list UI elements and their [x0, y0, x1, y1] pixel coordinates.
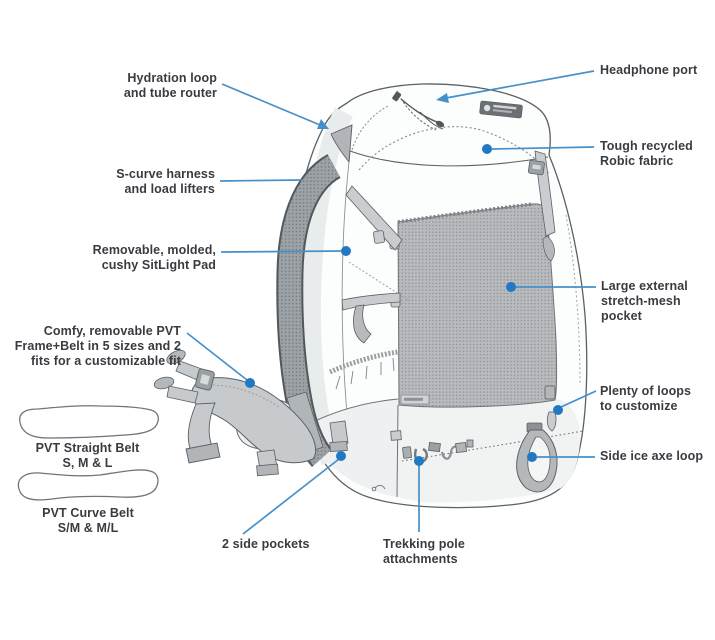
arrow-headphone-port	[436, 93, 449, 103]
ice-axe-loop	[516, 422, 558, 493]
dot-side-pockets	[336, 451, 346, 461]
dot-sitlight-pad	[341, 246, 351, 256]
leader-sitlight-pad	[220, 250, 342, 253]
dot-loops	[553, 405, 563, 415]
leader-headphone-port	[445, 70, 595, 99]
label-side-pockets: 2 side pockets	[222, 537, 310, 551]
lid-seam	[349, 150, 549, 167]
label-headphone-port: Headphone port	[600, 63, 698, 77]
hip-belt	[153, 349, 349, 477]
label-line: PVT Straight Belt	[35, 441, 140, 455]
label-line: attachments	[383, 552, 458, 566]
label-line: S/M & M/L	[57, 521, 119, 535]
label-line: Frame+Belt in 5 sizes and 2	[14, 339, 181, 353]
leader-hydration-loop	[221, 83, 321, 126]
label-trekking-pole: Trekking pole attachments	[383, 537, 465, 567]
label-robic-fabric: Tough recycled Robic fabric	[600, 139, 693, 169]
label-line: Robic fabric	[600, 154, 674, 168]
leader-lines	[186, 70, 597, 535]
side-pocket-front	[301, 399, 398, 497]
dot-ice-axe-loop	[527, 452, 537, 462]
label-line: stretch-mesh	[601, 294, 681, 308]
pocket-elastic-hem	[328, 349, 399, 375]
leader-side-pockets	[242, 458, 340, 535]
label-line: Removable, molded,	[92, 243, 216, 257]
hydration-loop-detail	[330, 124, 353, 164]
brand-patch	[479, 100, 523, 119]
label-line: Comfy, removable PVT	[43, 324, 181, 338]
label-line: and tube router	[123, 86, 217, 100]
label-sitlight-pad: Removable, molded, cushy SitLight Pad	[93, 243, 216, 273]
label-line: Plenty of loops	[600, 384, 692, 398]
right-compression-strap	[527, 150, 556, 262]
label-line: and load lifters	[124, 182, 215, 196]
label-line: Trekking pole	[383, 537, 465, 551]
leader-pvt-frame-belt	[186, 332, 248, 381]
label-line: PVT Curve Belt	[42, 506, 134, 520]
back-panel-seam	[341, 152, 351, 426]
customization-loops	[544, 385, 557, 432]
leader-robic-fabric	[491, 146, 595, 150]
belt-buckle-cluster	[153, 349, 215, 404]
label-line: Hydration loop	[127, 71, 217, 85]
leader-arrowheads	[317, 93, 449, 129]
belt-shapes	[17, 405, 159, 501]
callout-dots	[245, 144, 563, 466]
curve-belt-shape	[17, 469, 159, 501]
label-ice-axe-loop: Side ice axe loop	[600, 449, 704, 463]
label-line: to customize	[600, 399, 678, 413]
label-hydration-loop: Hydration loop and tube router	[124, 71, 217, 101]
zipper-slider-icon	[392, 91, 402, 102]
dot-robic-fabric	[482, 144, 492, 154]
straight-belt-shape	[19, 405, 159, 439]
label-line: fits for a customizable fit	[31, 354, 181, 368]
label-line: S-curve harness	[116, 167, 215, 181]
leader-harness	[219, 179, 303, 182]
label-loops: Plenty of loops to customize	[600, 384, 691, 414]
label-line: cushy SitLight Pad	[101, 258, 216, 272]
load-lifter-straps	[341, 185, 409, 344]
label-pvt-frame-belt: Comfy, removable PVT Frame+Belt in 5 siz…	[15, 324, 181, 369]
trekking-pole-hardware	[390, 430, 474, 464]
leader-loops	[560, 390, 597, 408]
dot-trekking-pole	[414, 456, 424, 466]
dot-pvt-frame-belt	[245, 378, 255, 388]
label-harness: S-curve harness and load lifters	[116, 167, 215, 197]
label-curve-belt: PVT Curve Belt S/M & M/L	[17, 506, 159, 536]
robic-panel-seam	[358, 126, 550, 174]
dot-mesh-pocket	[506, 282, 516, 292]
label-line: Tough recycled	[600, 139, 693, 153]
label-straight-belt: PVT Straight Belt S, M & L	[17, 441, 158, 471]
label-mesh-pocket: Large external stretch-mesh pocket	[601, 279, 688, 324]
label-line: Large external	[601, 279, 688, 293]
stretch-mesh-pocket	[389, 202, 558, 408]
label-line: S, M & L	[62, 456, 113, 470]
model-tag	[400, 394, 430, 405]
top-lid	[349, 90, 549, 167]
arrow-hydration-loop	[317, 119, 329, 129]
label-line: pocket	[601, 309, 642, 323]
